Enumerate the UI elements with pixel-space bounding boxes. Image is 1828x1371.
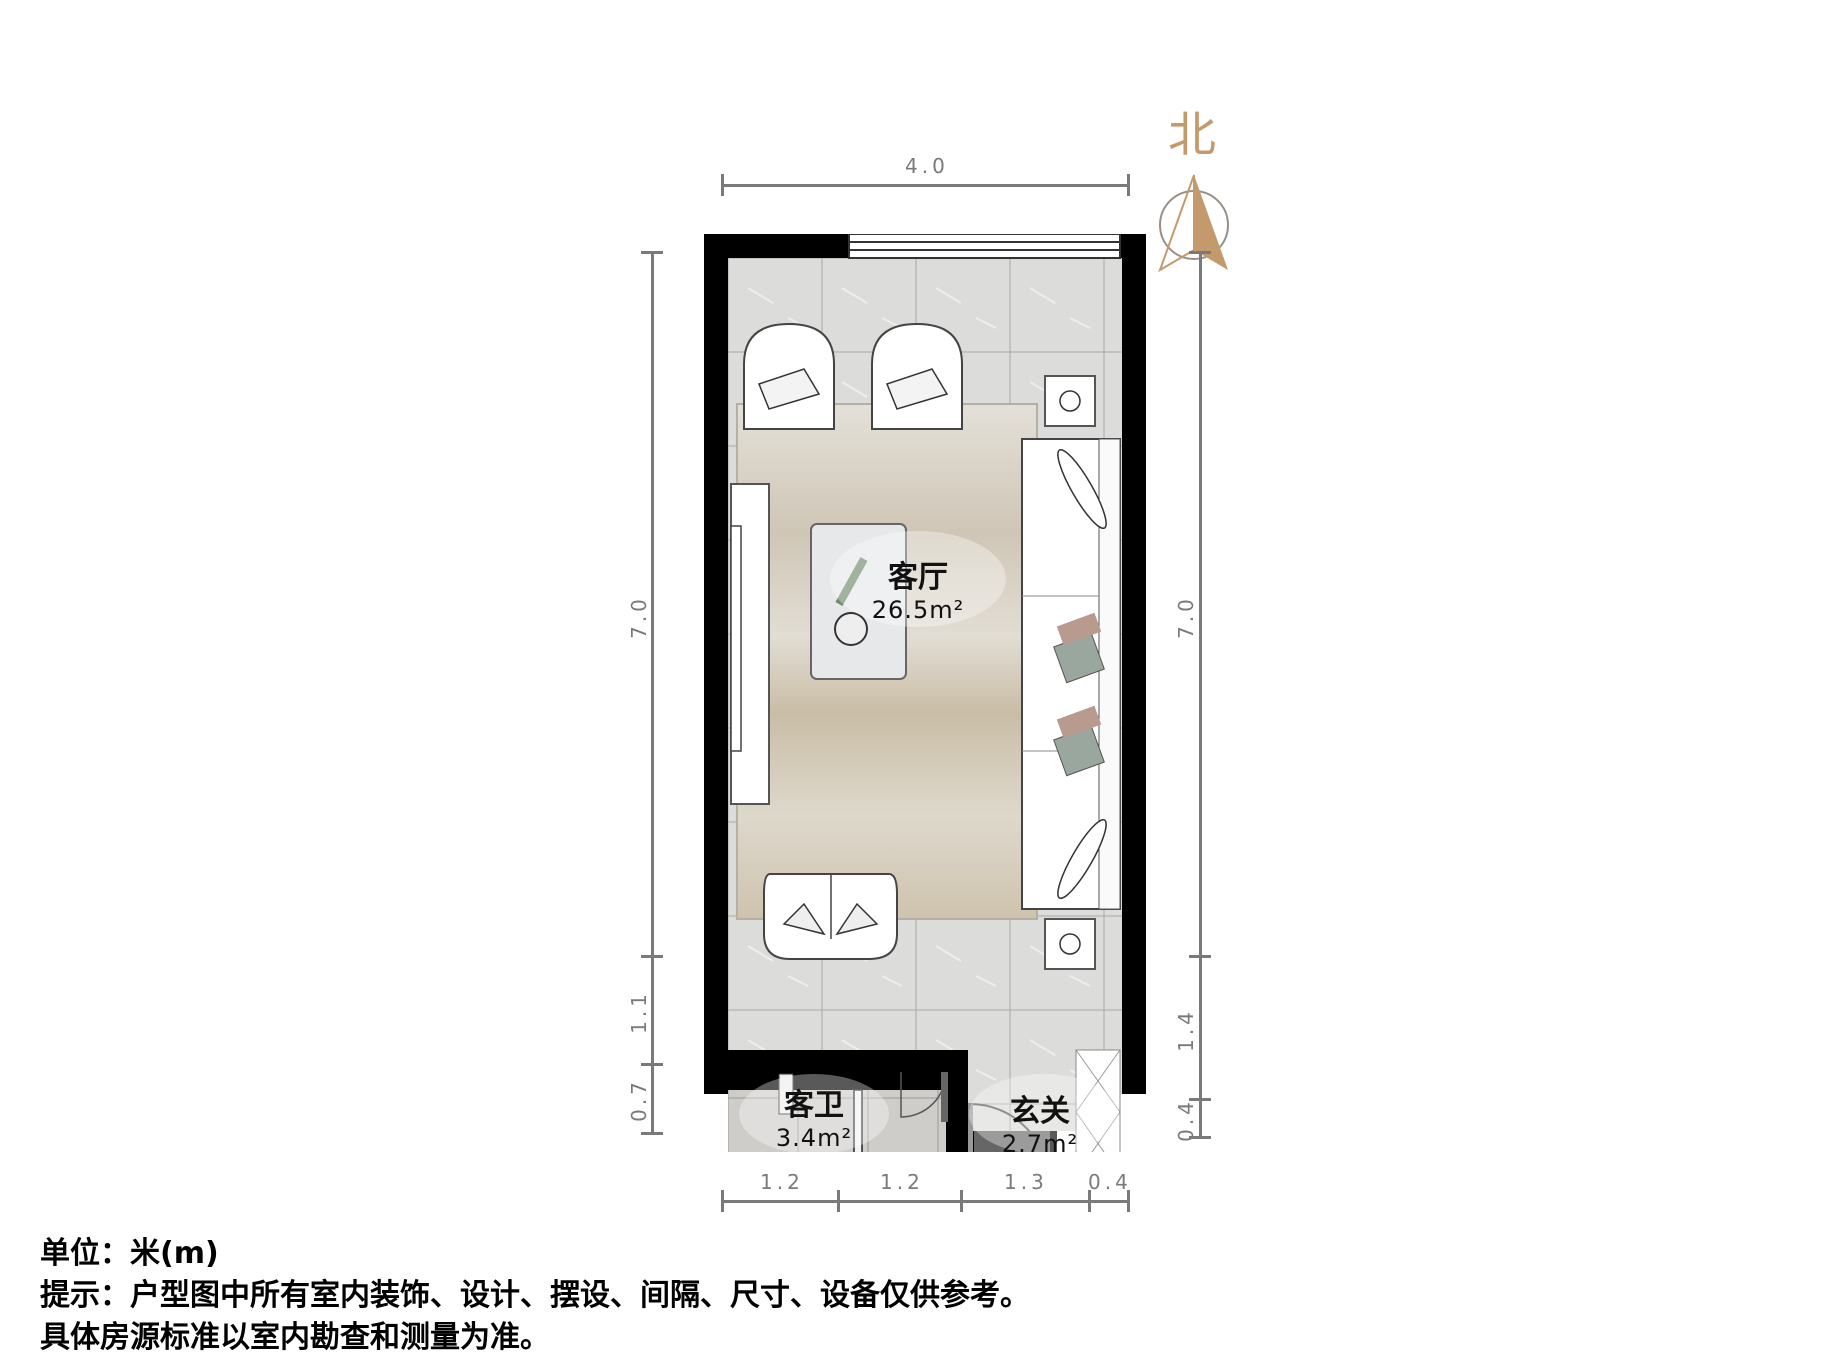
dim-left-total: 7.0 (626, 595, 651, 639)
dim-left-tick (641, 955, 663, 958)
room-bathroom: 客卫 3.4m² (734, 1080, 894, 1152)
dim-bottom-tick (1127, 1190, 1130, 1212)
dim-left-tick (641, 1063, 663, 1066)
dim-bottom-seg-3: 1.3 (1004, 1170, 1048, 1194)
dim-right-tick (1189, 1136, 1211, 1139)
dim-right-seg-2: 0.4 (1173, 1098, 1198, 1142)
dim-right-seg-1: 1.4 (1173, 1008, 1198, 1052)
dim-left-seg-1: 1.1 (626, 990, 651, 1034)
dim-right-total: 7.0 (1173, 595, 1198, 639)
room-living-name: 客厅 (888, 560, 948, 595)
disclaimer-note: 提示：户型图中所有室内装饰、设计、摆设、间隔、尺寸、设备仅供参考。 (40, 1278, 1030, 1313)
dim-bottom-tick (837, 1190, 840, 1212)
unit-note: 单位：米(m) (40, 1236, 219, 1271)
room-bathroom-name: 客卫 (784, 1088, 844, 1123)
dim-right-line (1199, 252, 1202, 1138)
dim-left-line (651, 252, 654, 1134)
dim-right-tick (1189, 1098, 1211, 1101)
room-foyer-area: 2.7m² (1001, 1130, 1079, 1158)
dim-bottom-seg-4: 0.4 (1088, 1170, 1132, 1194)
floor-plan: 客厅 26.5m² 客卫 3.4m² 玄关 2.7m² (704, 233, 1146, 1183)
dim-left-seg-2: 0.7 (626, 1078, 651, 1122)
standard-note: 具体房源标准以室内勘查和测量为准。 (40, 1320, 550, 1355)
dim-left-tick (641, 251, 663, 254)
dim-bottom-seg-2: 1.2 (880, 1170, 924, 1194)
north-arrow-icon (1158, 174, 1229, 273)
room-living-area: 26.5m² (871, 596, 965, 624)
floor-plan-drawing (704, 233, 1146, 1183)
room-foyer-name: 玄关 (1010, 1094, 1070, 1129)
dim-top-tick-left (721, 174, 724, 196)
room-living: 客厅 26.5m² (838, 552, 998, 624)
compass: 北 (1150, 95, 1240, 275)
north-label: 北 (1168, 107, 1217, 163)
dim-top-tick-right (1127, 174, 1130, 196)
dim-top-label: 4.0 (905, 154, 949, 178)
dim-bottom-seg-1: 1.2 (760, 1170, 804, 1194)
dim-top-line (722, 184, 1129, 187)
dim-bottom-tick (721, 1190, 724, 1212)
dim-bottom-tick (1088, 1190, 1091, 1212)
dim-bottom-tick (960, 1190, 963, 1212)
dim-right-tick (1189, 251, 1211, 254)
room-bathroom-area: 3.4m² (775, 1124, 853, 1152)
dim-bottom-line (722, 1200, 1129, 1203)
dim-left-tick (641, 1132, 663, 1135)
dim-right-tick (1189, 955, 1211, 958)
room-foyer: 玄关 2.7m² (960, 1086, 1120, 1158)
